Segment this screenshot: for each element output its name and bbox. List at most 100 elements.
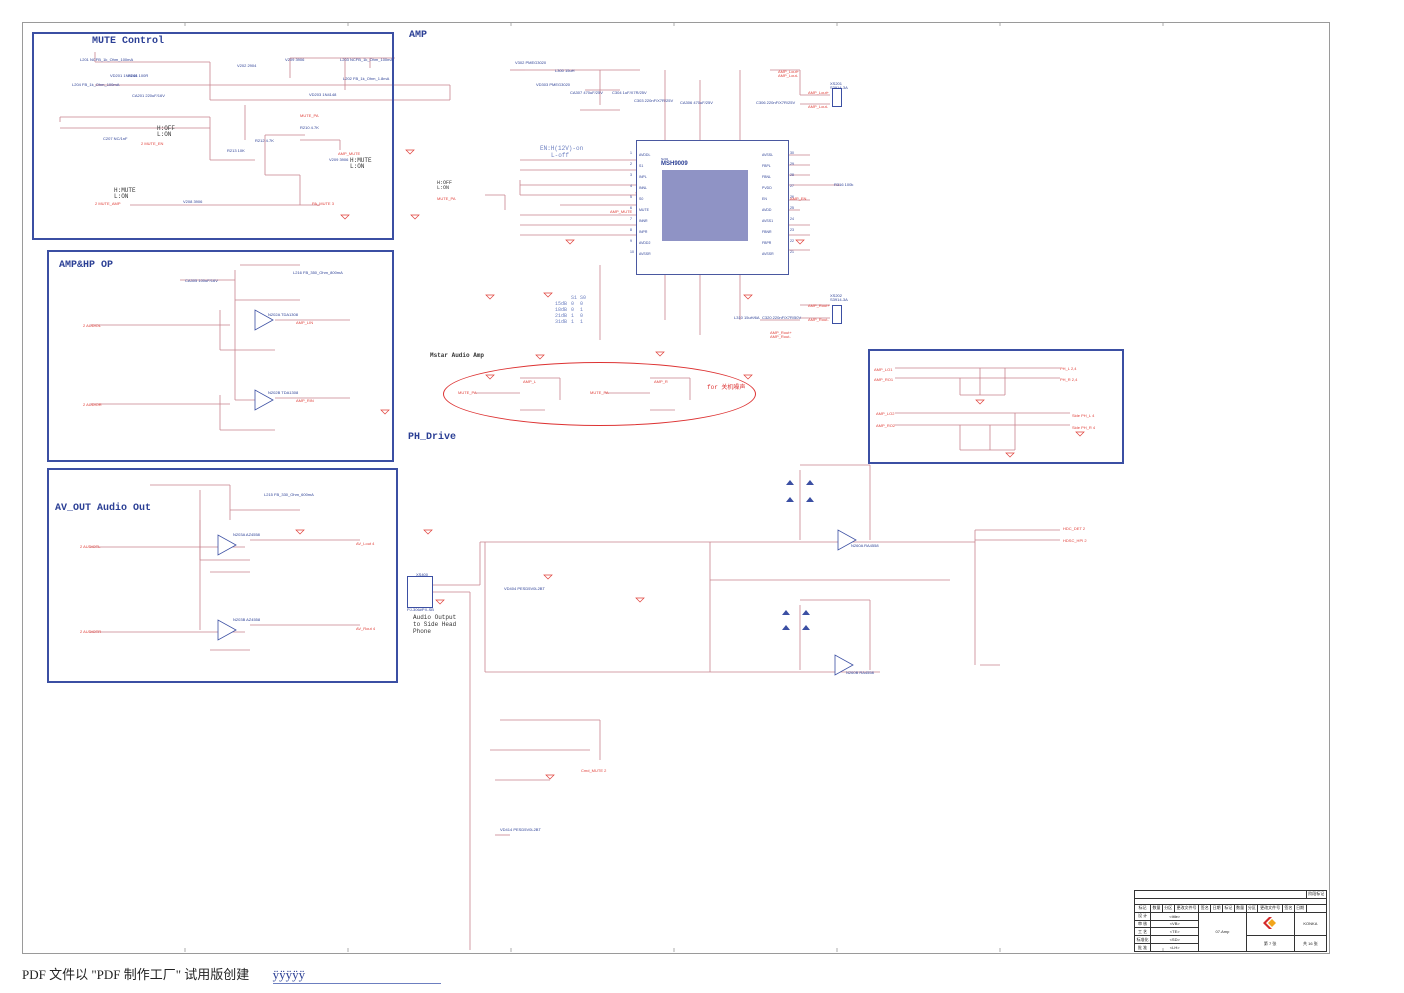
part-l202: L202 FB_1k_Ohm_1.8mA [343,76,390,81]
op-amp-symbol [254,309,274,331]
chip-pin-avss1: AVSS1 [762,219,774,223]
amp-hp-op-title: AMP&HP OP [59,260,114,271]
chip-pin-number: 10 [630,250,634,254]
amp-rin-net: AMP_RIN [296,398,314,403]
mstar-amp-l: AMP_L [523,379,537,384]
pa-mute-port: PA_MUTE 3 [312,201,334,206]
chip-pin-fbnl: FBNL [762,175,771,179]
part-n203a: N203A AZ4558 [233,532,260,537]
xs201-lout-plus: AMP_Lout+ [808,90,830,95]
mstar-annotation: for 关机噪声 [707,384,746,391]
stage-label: 阶段标记 [1305,890,1328,899]
op-amp-symbol [254,389,274,411]
chip-pin-fbnr: FBNR [762,230,772,234]
ground-icon [1075,431,1085,437]
gain-table-cell: S0 [580,295,587,301]
mstar-mute-pa-right: MUTE_PA [590,390,609,395]
part-l216: L216 FB_350_Ohm_800mA [293,270,343,275]
chip-pin-number: 27 [790,184,794,188]
tb-standard-value: <SD> [1150,935,1200,945]
gain-table-cell: 31dB [555,319,568,325]
ground-icon [405,149,415,155]
part-ca201: CA201 220uF/16V [132,93,165,98]
tb-header-cell: 标记 [1133,903,1152,913]
part-v203: R210 4.7K [300,125,319,130]
ground-icon [743,294,753,300]
tb-header-cell: 签名 [1198,903,1212,913]
chip-pin-number: 21 [790,250,794,254]
chip-pin-number: 5 [630,195,632,199]
diode-symbol [782,625,790,630]
gain-table-cell: 18dB [555,307,568,313]
diode-symbol [786,497,794,502]
amp-lout-minus-net: AMP_Lout- [778,73,799,78]
chip-pin-number: 29 [790,162,794,166]
amp-note-lon: L:ON [437,185,450,191]
amp-en-net: AMP_EN [790,196,807,201]
mstar-audio-amp-title: Mstar Audio Amp [430,352,485,359]
diode-symbol [786,480,794,485]
chip-pin-number: 8 [630,228,632,232]
chip-pin-number: 7 [630,217,632,221]
ground-icon [743,374,753,380]
drawing-title-block: 阶段标记 标记数量分区更改文件号签名日期标记数量分区更改文件号签名日期 设 计<… [1133,890,1328,953]
chip-pin-number: 9 [630,239,632,243]
en-note-on: EN:H(12V)-on [540,145,584,152]
mute-control-title: MUTE Control [92,36,165,47]
tb-header-cell: 更改文件号 [1257,903,1283,913]
op-amp-symbol [837,529,857,551]
pdf-footer-link[interactable]: ÿÿÿÿÿ [272,967,441,984]
diode-symbol [806,480,814,485]
tb-review-value: <VB> [1150,919,1200,929]
amp-lo1-net: AMP_LO1 [874,367,893,372]
chip-pin-inpl: INPL [639,175,647,179]
hdsc-hpi-port: HDSC_HPI 2 [1063,538,1087,543]
chip-pin-number: 26 [790,195,794,199]
part-vd201: VD201 1N4148 [110,73,138,78]
tb-header-cell: 分区 [1245,903,1259,913]
jack-note-line1: Audio Output [413,614,457,621]
xs400-type: PJ-306#PX-SB [407,607,434,612]
ground-icon [545,774,555,780]
tb-sheet-total: 共 16 张 [1293,935,1328,952]
part-n203b: N203B AZ4558 [233,617,261,622]
chip-pin-s0: S0 [639,197,644,201]
chip-pin-inpr: INPR [639,230,648,234]
amp-lo2-net: AMP_LO2 [876,411,895,416]
ground-icon [535,354,545,360]
chip-pin-mute: MUTE [639,208,649,212]
part-v302: V302 PMEG3020 [515,60,547,65]
chip-pin-avssl: AVSSL [762,153,774,157]
part-l203: L203 NCFB_1k_Ohm_100mA [340,57,394,62]
mute-pa-net: MUTE_PA [300,113,319,118]
part-c306: C306 220nF/X7R/25V [756,100,796,105]
mute-en-port: 2 MUTE_EN [141,141,164,146]
tb-logo-cell [1245,911,1295,937]
mstar-highlight-ellipse [443,362,756,426]
part-c320: C320 220nF/X7R/50V [762,315,802,320]
chip-pin-innr: INNR [639,219,648,223]
part-ca305: CA305 100uF/16V [185,278,218,283]
gain-table-cell: 1 [571,313,575,319]
mstar-amp-r: AMP_R [654,379,668,384]
part-v201: C207 NC/1nF [103,136,128,141]
cmd-mute-port: Cmd_MUTE 2 [581,768,607,773]
chip-pin-number: 2 [630,162,632,166]
gain-table-cell: 15dB [555,301,568,307]
part-v204: R212 4.7K [255,138,274,143]
amp-title: AMP [409,30,428,41]
chip-pin-avssr: AVSSR [639,252,651,256]
tb-header-cell: 签名 [1281,903,1295,913]
tb-company: KONKA [1293,911,1328,937]
chip-pin-number: 3 [630,173,632,177]
xs400-ref: XS400 [416,572,429,577]
gain-table-cell: 0 [571,307,575,313]
part-v202: V202 2904 [237,63,257,68]
amp-lout-plus-net: AMP_Lout+ [778,69,800,74]
ground-icon [543,292,553,298]
ground-icon [295,529,305,535]
gain-table-cell: 0 [580,313,584,319]
chip-pin-avssr: AVSSR [762,252,774,256]
